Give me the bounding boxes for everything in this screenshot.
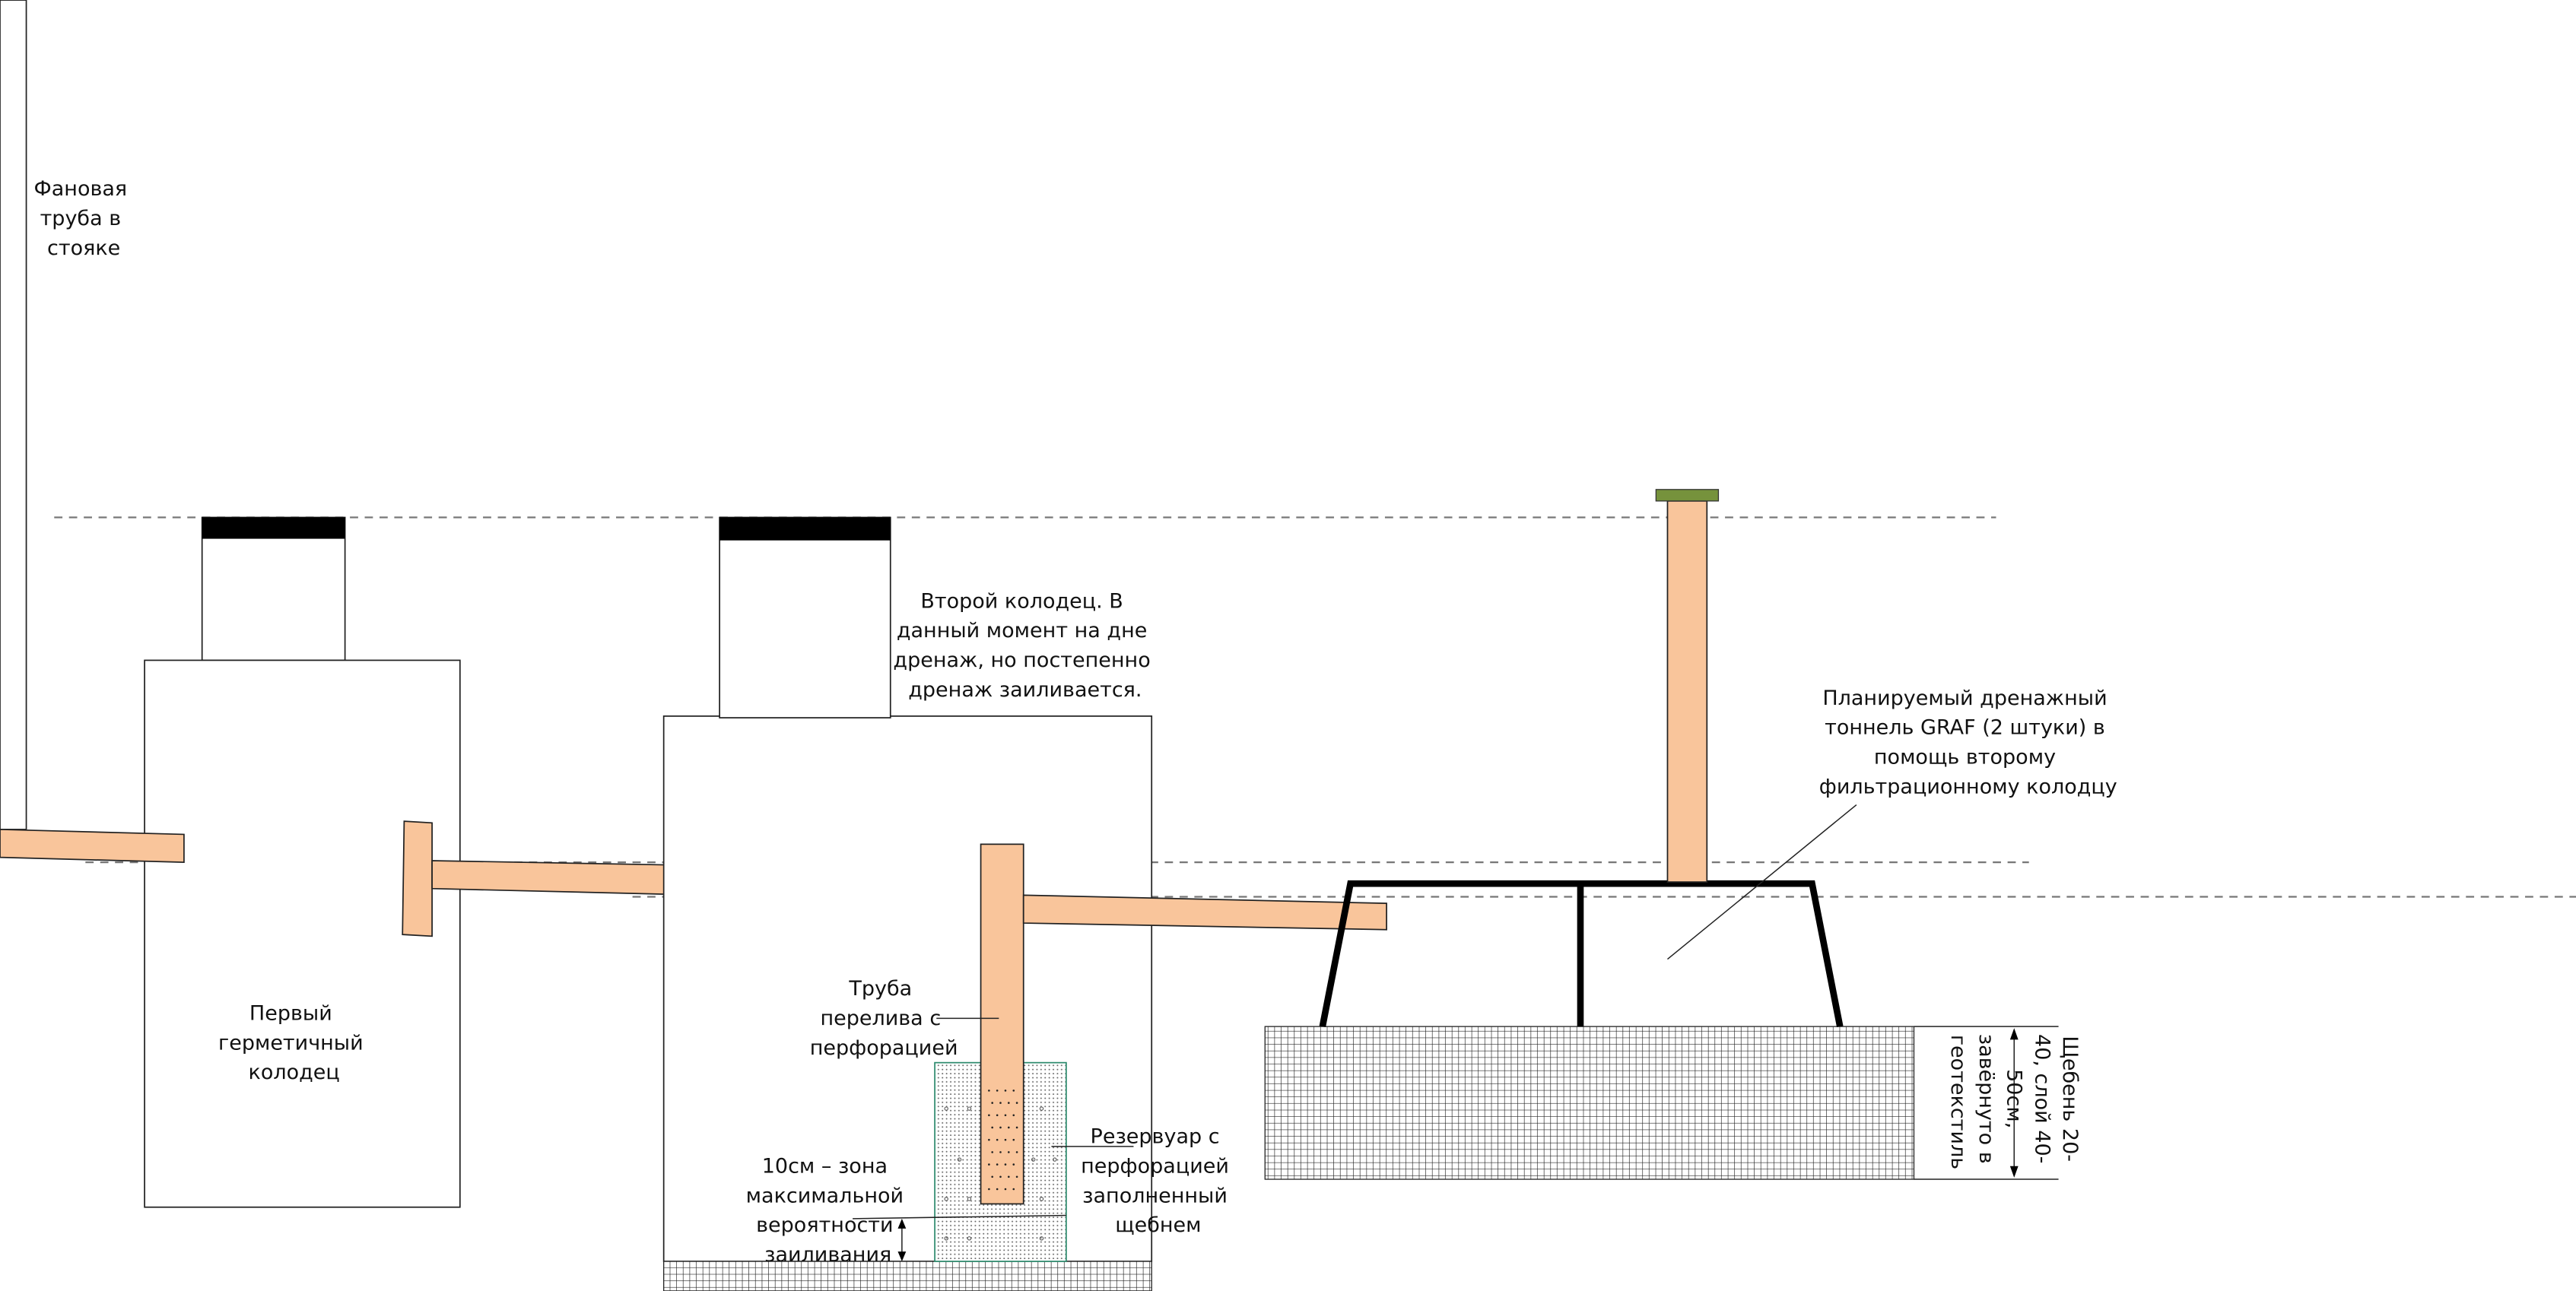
perforation-hole bbox=[1007, 1102, 1010, 1104]
perforation-hole bbox=[996, 1138, 999, 1141]
perforation-hole bbox=[1004, 1188, 1007, 1191]
second-well-body bbox=[662, 715, 1153, 1262]
second-well-label: Второй колодец. В данный момент на дне д… bbox=[893, 589, 1157, 702]
perforation-hole bbox=[999, 1151, 1002, 1153]
gravel-bed bbox=[1264, 1026, 1915, 1180]
outlet-pipe bbox=[1022, 894, 1387, 931]
perforation-hole bbox=[988, 1163, 990, 1166]
tunnel-leader bbox=[1666, 804, 1857, 960]
perforation-hole bbox=[1007, 1151, 1010, 1153]
reservoir-gravel-marks bbox=[944, 1106, 1057, 1241]
perforation-hole bbox=[1012, 1188, 1015, 1191]
gravel-label: Щебень 20- 40, слой 40- 50см, завёрнуто … bbox=[1946, 1034, 2082, 1171]
perforation-hole bbox=[1004, 1138, 1007, 1141]
silt-zone-dimension-arrow bbox=[897, 1218, 907, 1262]
perforation-hole bbox=[1015, 1126, 1018, 1129]
perforation-hole bbox=[1004, 1114, 1007, 1117]
perforation-hole bbox=[996, 1090, 999, 1092]
first-well-tee bbox=[402, 820, 433, 937]
connecting-pipe bbox=[431, 860, 704, 896]
perforation-hole bbox=[999, 1102, 1002, 1104]
first-well-label: Первый герметичный колодец bbox=[218, 1001, 370, 1084]
silt-zone-line bbox=[853, 1214, 1066, 1220]
perforation-hole bbox=[1012, 1138, 1015, 1141]
first-well-neck bbox=[201, 516, 346, 661]
perforation-hole bbox=[1012, 1163, 1015, 1166]
perforation-hole bbox=[991, 1102, 993, 1104]
first-well-lid bbox=[202, 517, 345, 539]
vent-riser-pipe bbox=[0, 0, 27, 830]
perforation-hole bbox=[999, 1175, 1002, 1178]
perforation-hole bbox=[988, 1138, 990, 1141]
second-well-gravel-bottom bbox=[663, 1261, 1152, 1291]
reservoir-label: Резервуар с перфорацией заполненный щебн… bbox=[1081, 1125, 1235, 1238]
gravel-dimension-arrow bbox=[2009, 1028, 2019, 1178]
perforation-hole bbox=[988, 1114, 990, 1117]
perforation-hole bbox=[1015, 1175, 1018, 1178]
perforation-hole bbox=[1015, 1151, 1018, 1153]
silt-zone-label: 10см – зона максимальной вероятности заи… bbox=[746, 1154, 910, 1267]
second-well-lid bbox=[719, 517, 891, 541]
perforation-hole bbox=[1007, 1175, 1010, 1178]
perforation-hole bbox=[1007, 1126, 1010, 1129]
overflow-pipe bbox=[980, 843, 1024, 1205]
perforation-hole bbox=[996, 1188, 999, 1191]
second-well-neck bbox=[719, 516, 891, 718]
perforation-hole bbox=[1015, 1102, 1018, 1104]
vent-pipe-label: Фановая труба в стояке bbox=[34, 177, 134, 260]
perforation-hole bbox=[1004, 1090, 1007, 1092]
tunnel-vent-pipe bbox=[1666, 500, 1708, 883]
perforation-hole bbox=[988, 1188, 990, 1191]
perforation-hole bbox=[996, 1114, 999, 1117]
perforation-hole bbox=[991, 1151, 993, 1153]
tunnel-label: Планируемый дренажный тоннель GRAF (2 шт… bbox=[1819, 687, 2117, 799]
perforation-hole bbox=[1012, 1090, 1015, 1092]
perforation-hole bbox=[988, 1090, 990, 1092]
perforation-hole bbox=[1012, 1114, 1015, 1117]
vent-cap bbox=[1655, 489, 1720, 502]
overflow-pipe-perforation bbox=[988, 1090, 1018, 1191]
overflow-pipe-label: Труба перелива с перфорацией bbox=[810, 977, 958, 1060]
perforation-hole bbox=[999, 1126, 1002, 1129]
perforation-hole bbox=[1004, 1163, 1007, 1166]
perforation-hole bbox=[996, 1163, 999, 1166]
perforation-hole bbox=[991, 1126, 993, 1129]
perforation-hole bbox=[991, 1175, 993, 1178]
inlet-pipe bbox=[0, 829, 185, 864]
